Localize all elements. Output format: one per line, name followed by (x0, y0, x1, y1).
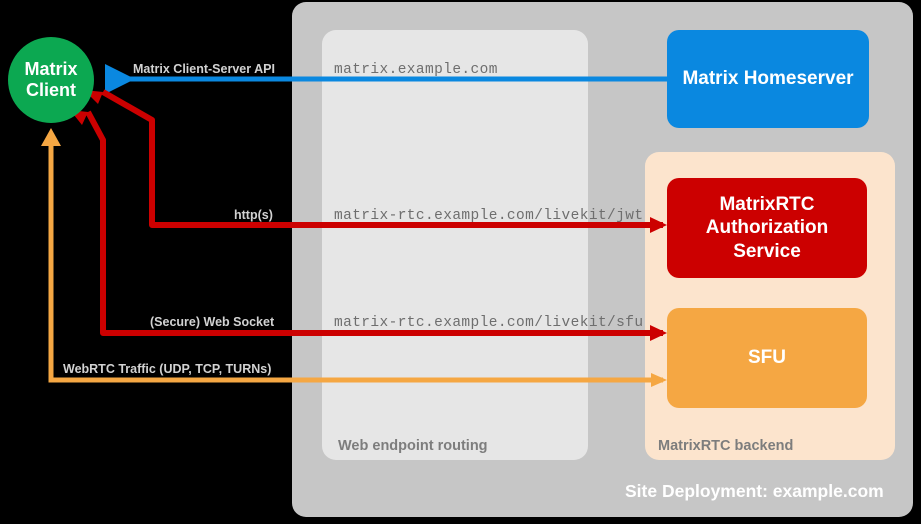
sfu-label: SFU (748, 347, 786, 368)
web-endpoint-routing-title: Web endpoint routing (338, 438, 488, 454)
matrix-client-label-line1: Matrix (24, 59, 78, 80)
flow-label-webrtc-traffic: WebRTC Traffic (UDP, TCP, TURNs) (63, 362, 272, 376)
site-deployment-title: Site Deployment: example.com (625, 481, 884, 501)
arrow-webrtc-traffic (41, 128, 667, 387)
matrixrtc-backend-title: MatrixRTC backend (658, 438, 794, 454)
flow-label-secure-websocket: (Secure) Web Socket (150, 315, 275, 329)
arrow-http-jwt (84, 89, 667, 233)
matrix-client-node[interactable]: Matrix Client (8, 37, 94, 123)
endpoint-url-livekit-jwt: matrix-rtc.example.com/livekit/jwt (334, 208, 644, 224)
web-endpoint-routing-container (322, 30, 588, 460)
matrixrtc-authorization-service-node[interactable]: MatrixRTC Authorization Service (667, 178, 867, 278)
matrix-homeserver-node[interactable]: Matrix Homeserver (667, 30, 869, 128)
endpoint-url-livekit-sfu: matrix-rtc.example.com/livekit/sfu (334, 315, 644, 331)
flow-label-matrix-client-server-api: Matrix Client-Server API (133, 62, 275, 76)
auth-service-label-line3: Service (733, 240, 801, 262)
auth-service-label-line1: MatrixRTC (719, 194, 815, 216)
flow-label-http: http(s) (234, 208, 273, 222)
auth-service-label-line2: Authorization (705, 217, 829, 239)
sfu-node[interactable]: SFU (667, 308, 867, 408)
matrix-client-label-line2: Client (25, 80, 76, 100)
endpoint-url-matrix: matrix.example.com (334, 62, 498, 78)
matrix-homeserver-label: Matrix Homeserver (682, 68, 854, 89)
